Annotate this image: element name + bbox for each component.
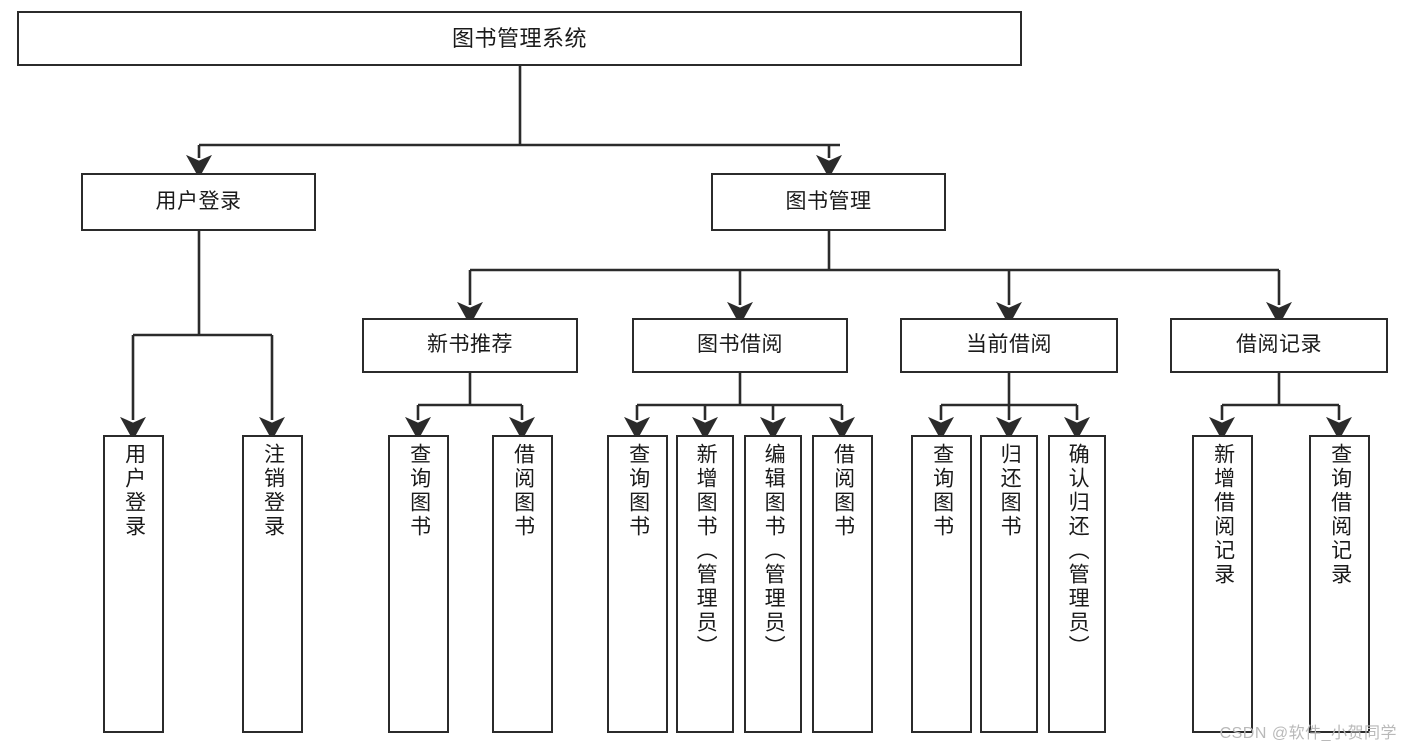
- node-label: 查询图书: [626, 443, 650, 539]
- leaf-recommend-borrow-book[interactable]: 借阅图书: [492, 435, 553, 733]
- leaf-borrow-query-book[interactable]: 查询图书: [607, 435, 668, 733]
- node-label: 查询图书: [930, 443, 954, 539]
- node-label: 用户登录: [155, 189, 242, 213]
- node-user-login[interactable]: 用户登录: [81, 173, 316, 231]
- node-label: 图书管理系统: [451, 25, 587, 51]
- node-label: 确认归还（管理员）: [1066, 443, 1090, 659]
- node-new-book-recommend[interactable]: 新书推荐: [362, 318, 578, 373]
- node-label: 查询借阅记录: [1328, 443, 1352, 587]
- node-label: 借阅图书: [511, 443, 535, 539]
- node-label: 图书借阅: [697, 333, 783, 357]
- node-label: 当前借阅: [966, 333, 1052, 357]
- node-book-management[interactable]: 图书管理: [711, 173, 946, 231]
- node-label: 新增图书（管理员）: [694, 443, 718, 659]
- node-label: 借阅图书: [831, 443, 855, 539]
- leaf-current-return-book[interactable]: 归还图书: [980, 435, 1038, 733]
- node-borrow-record[interactable]: 借阅记录: [1170, 318, 1388, 373]
- leaf-borrow-borrow-book[interactable]: 借阅图书: [812, 435, 873, 733]
- csdn-watermark: CSDN @软件_小贺同学: [1219, 725, 1397, 742]
- node-label: 编辑图书（管理员）: [762, 443, 786, 659]
- node-book-borrow[interactable]: 图书借阅: [632, 318, 848, 373]
- node-label: 新书推荐: [427, 333, 513, 357]
- node-label: 用户登录: [122, 443, 146, 539]
- leaf-user-logout[interactable]: 注销登录: [242, 435, 303, 733]
- leaf-current-confirm-return-admin[interactable]: 确认归还（管理员）: [1048, 435, 1106, 733]
- node-current-borrow[interactable]: 当前借阅: [900, 318, 1118, 373]
- node-root-system[interactable]: 图书管理系统: [17, 11, 1022, 66]
- node-label: 借阅记录: [1236, 333, 1322, 357]
- node-label: 注销登录: [261, 443, 285, 539]
- node-label: 图书管理: [785, 189, 872, 213]
- leaf-user-login[interactable]: 用户登录: [103, 435, 164, 733]
- node-label: 新增借阅记录: [1211, 443, 1235, 587]
- leaf-current-query-book[interactable]: 查询图书: [911, 435, 972, 733]
- node-label: 归还图书: [998, 443, 1022, 539]
- leaf-borrow-add-book-admin[interactable]: 新增图书（管理员）: [676, 435, 734, 733]
- node-label: 查询图书: [407, 443, 431, 539]
- leaf-recommend-query-book[interactable]: 查询图书: [388, 435, 449, 733]
- leaf-record-query-borrow-record[interactable]: 查询借阅记录: [1309, 435, 1370, 733]
- leaf-borrow-edit-book-admin[interactable]: 编辑图书（管理员）: [744, 435, 802, 733]
- leaf-record-add-borrow-record[interactable]: 新增借阅记录: [1192, 435, 1253, 733]
